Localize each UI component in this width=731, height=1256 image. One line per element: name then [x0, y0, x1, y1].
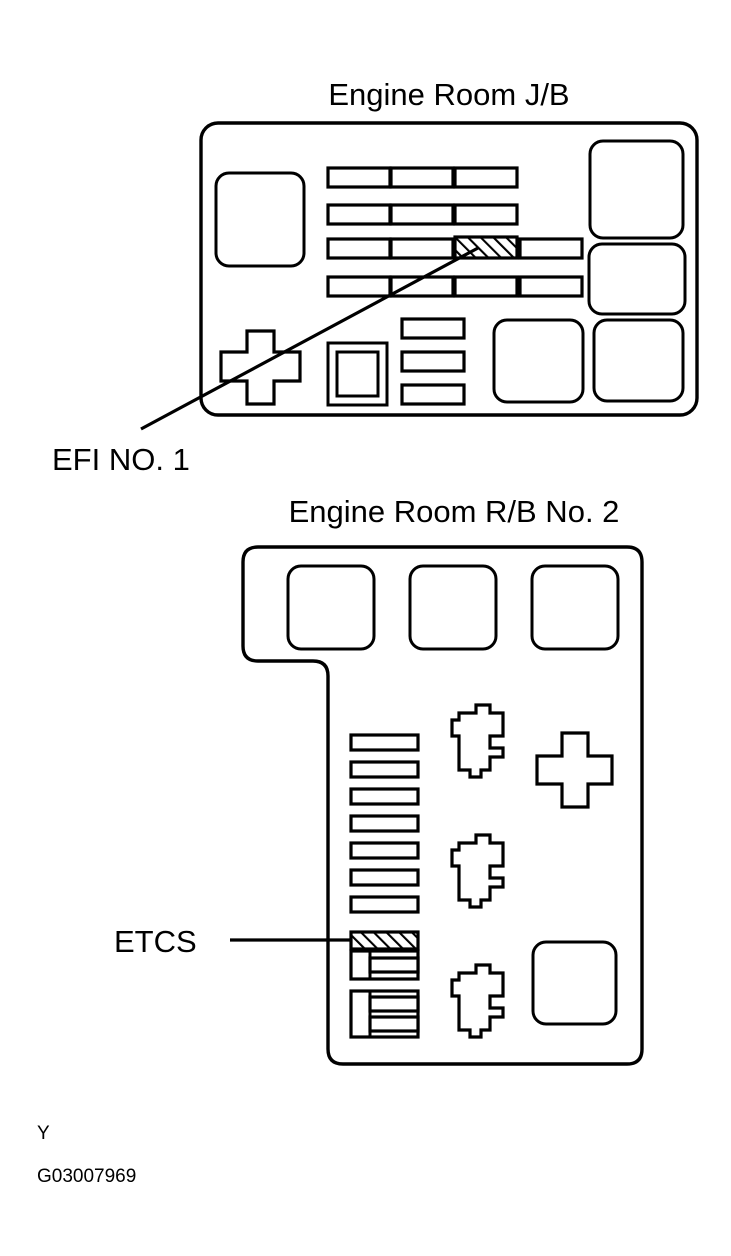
large-rounded-square-left	[214, 171, 306, 268]
fuse-stack-5	[349, 841, 420, 860]
fuse-stack-6	[349, 868, 420, 887]
fuse-center-b2	[400, 350, 466, 373]
upper-box-outline	[199, 121, 699, 417]
fuse-r4c1	[326, 275, 392, 298]
footer-figure-id: G03007969	[37, 1166, 136, 1187]
rounded-rect-right-top	[588, 139, 685, 240]
fuse-r2c2	[389, 203, 455, 226]
efi-callout-leader-line	[140, 246, 479, 431]
rounded-square-top-left	[286, 564, 376, 651]
fuse-r4c4	[518, 275, 584, 298]
fuse-r2c3	[453, 203, 519, 226]
upper-fuse-box	[199, 121, 699, 417]
relay-socket-middle	[450, 833, 505, 909]
fuse-r3c2	[389, 237, 455, 260]
relay-socket-lower	[450, 963, 505, 1039]
fuse-stack-2	[349, 760, 420, 779]
fuse-r3c1	[326, 237, 392, 260]
large-rounded-square-bottom-center	[492, 318, 585, 404]
efi-callout-label: EFI NO. 1	[52, 442, 190, 477]
cross-relay-right	[535, 731, 614, 809]
fuse-r1c2	[389, 166, 455, 189]
rounded-rect-right-middle	[587, 242, 687, 316]
upper-diagram-title: Engine Room J/B	[328, 77, 569, 112]
fuse-r2c1	[326, 203, 392, 226]
fuse-r4c3	[453, 275, 519, 298]
fuse-r1c1	[326, 166, 392, 189]
compound-block-1-slot	[368, 956, 420, 974]
fuse-stack-7	[349, 895, 420, 914]
fuse-stack-3	[349, 787, 420, 806]
fuse-r3c4	[518, 237, 584, 260]
rounded-rect-right-bottom	[592, 318, 685, 403]
fuse-center-b1	[400, 317, 466, 340]
fuse-stack-4	[349, 814, 420, 833]
nested-square-outer	[326, 341, 389, 407]
relay-socket-upper	[450, 703, 505, 779]
cross-relay-bottom-left	[219, 329, 302, 406]
compound-block-2-slot-2	[368, 1015, 420, 1033]
lower-box-outline	[241, 545, 644, 1066]
compound-block-2-slot-1	[368, 995, 420, 1013]
lower-diagram-title: Engine Room R/B No. 2	[289, 494, 620, 529]
fuse-r1c3	[453, 166, 519, 189]
fuse-stack-1	[349, 733, 420, 752]
footer-revision: Y	[37, 1123, 50, 1144]
nested-square-inner	[335, 350, 380, 398]
rounded-square-top-center	[408, 564, 498, 651]
lower-fuse-box	[241, 545, 644, 1066]
rounded-square-top-right	[530, 564, 620, 651]
rounded-square-bottom-right	[531, 940, 618, 1026]
hatched-fuse-etcs	[349, 930, 420, 951]
etcs-callout-label: ETCS	[114, 924, 197, 959]
fuse-center-b3	[400, 383, 466, 406]
